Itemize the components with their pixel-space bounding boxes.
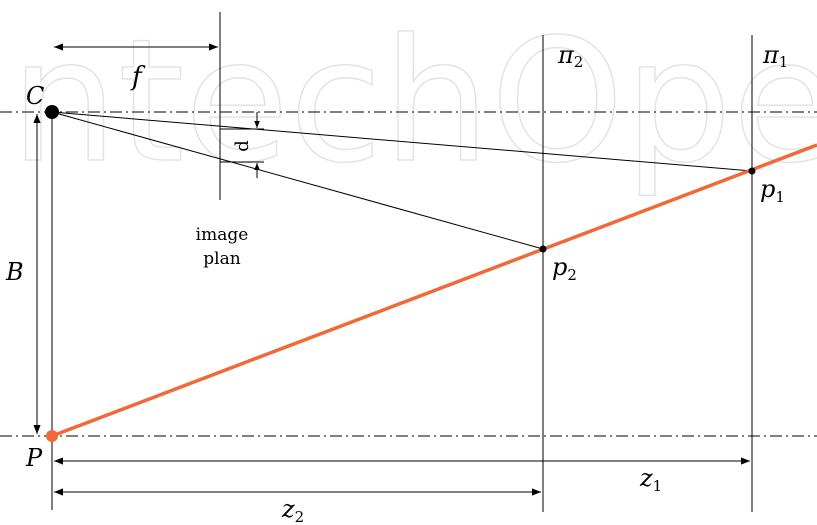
point-P bbox=[46, 430, 58, 442]
label-pi1: π1 bbox=[762, 41, 788, 71]
point-p1 bbox=[748, 167, 756, 175]
label-pi2: π2 bbox=[557, 41, 583, 71]
label-p1: p1 bbox=[760, 175, 785, 206]
ray-C-to-p1 bbox=[51, 111, 753, 172]
ray-P bbox=[51, 143, 817, 438]
label-d: d bbox=[232, 140, 253, 152]
label-C: C bbox=[26, 82, 44, 110]
watermark-text: IntechOpen bbox=[0, 3, 817, 201]
label-image-plan-line1: image bbox=[196, 225, 249, 245]
point-C bbox=[45, 105, 59, 119]
label-B: B bbox=[5, 258, 24, 286]
label-z1: z1 bbox=[639, 464, 662, 495]
ray-C-to-p2 bbox=[51, 111, 544, 250]
label-image-plan-line2: plan bbox=[203, 249, 240, 269]
point-p2 bbox=[539, 245, 547, 253]
label-z2: z2 bbox=[281, 495, 304, 525]
label-p2: p2 bbox=[552, 253, 577, 284]
label-P: P bbox=[25, 444, 43, 472]
